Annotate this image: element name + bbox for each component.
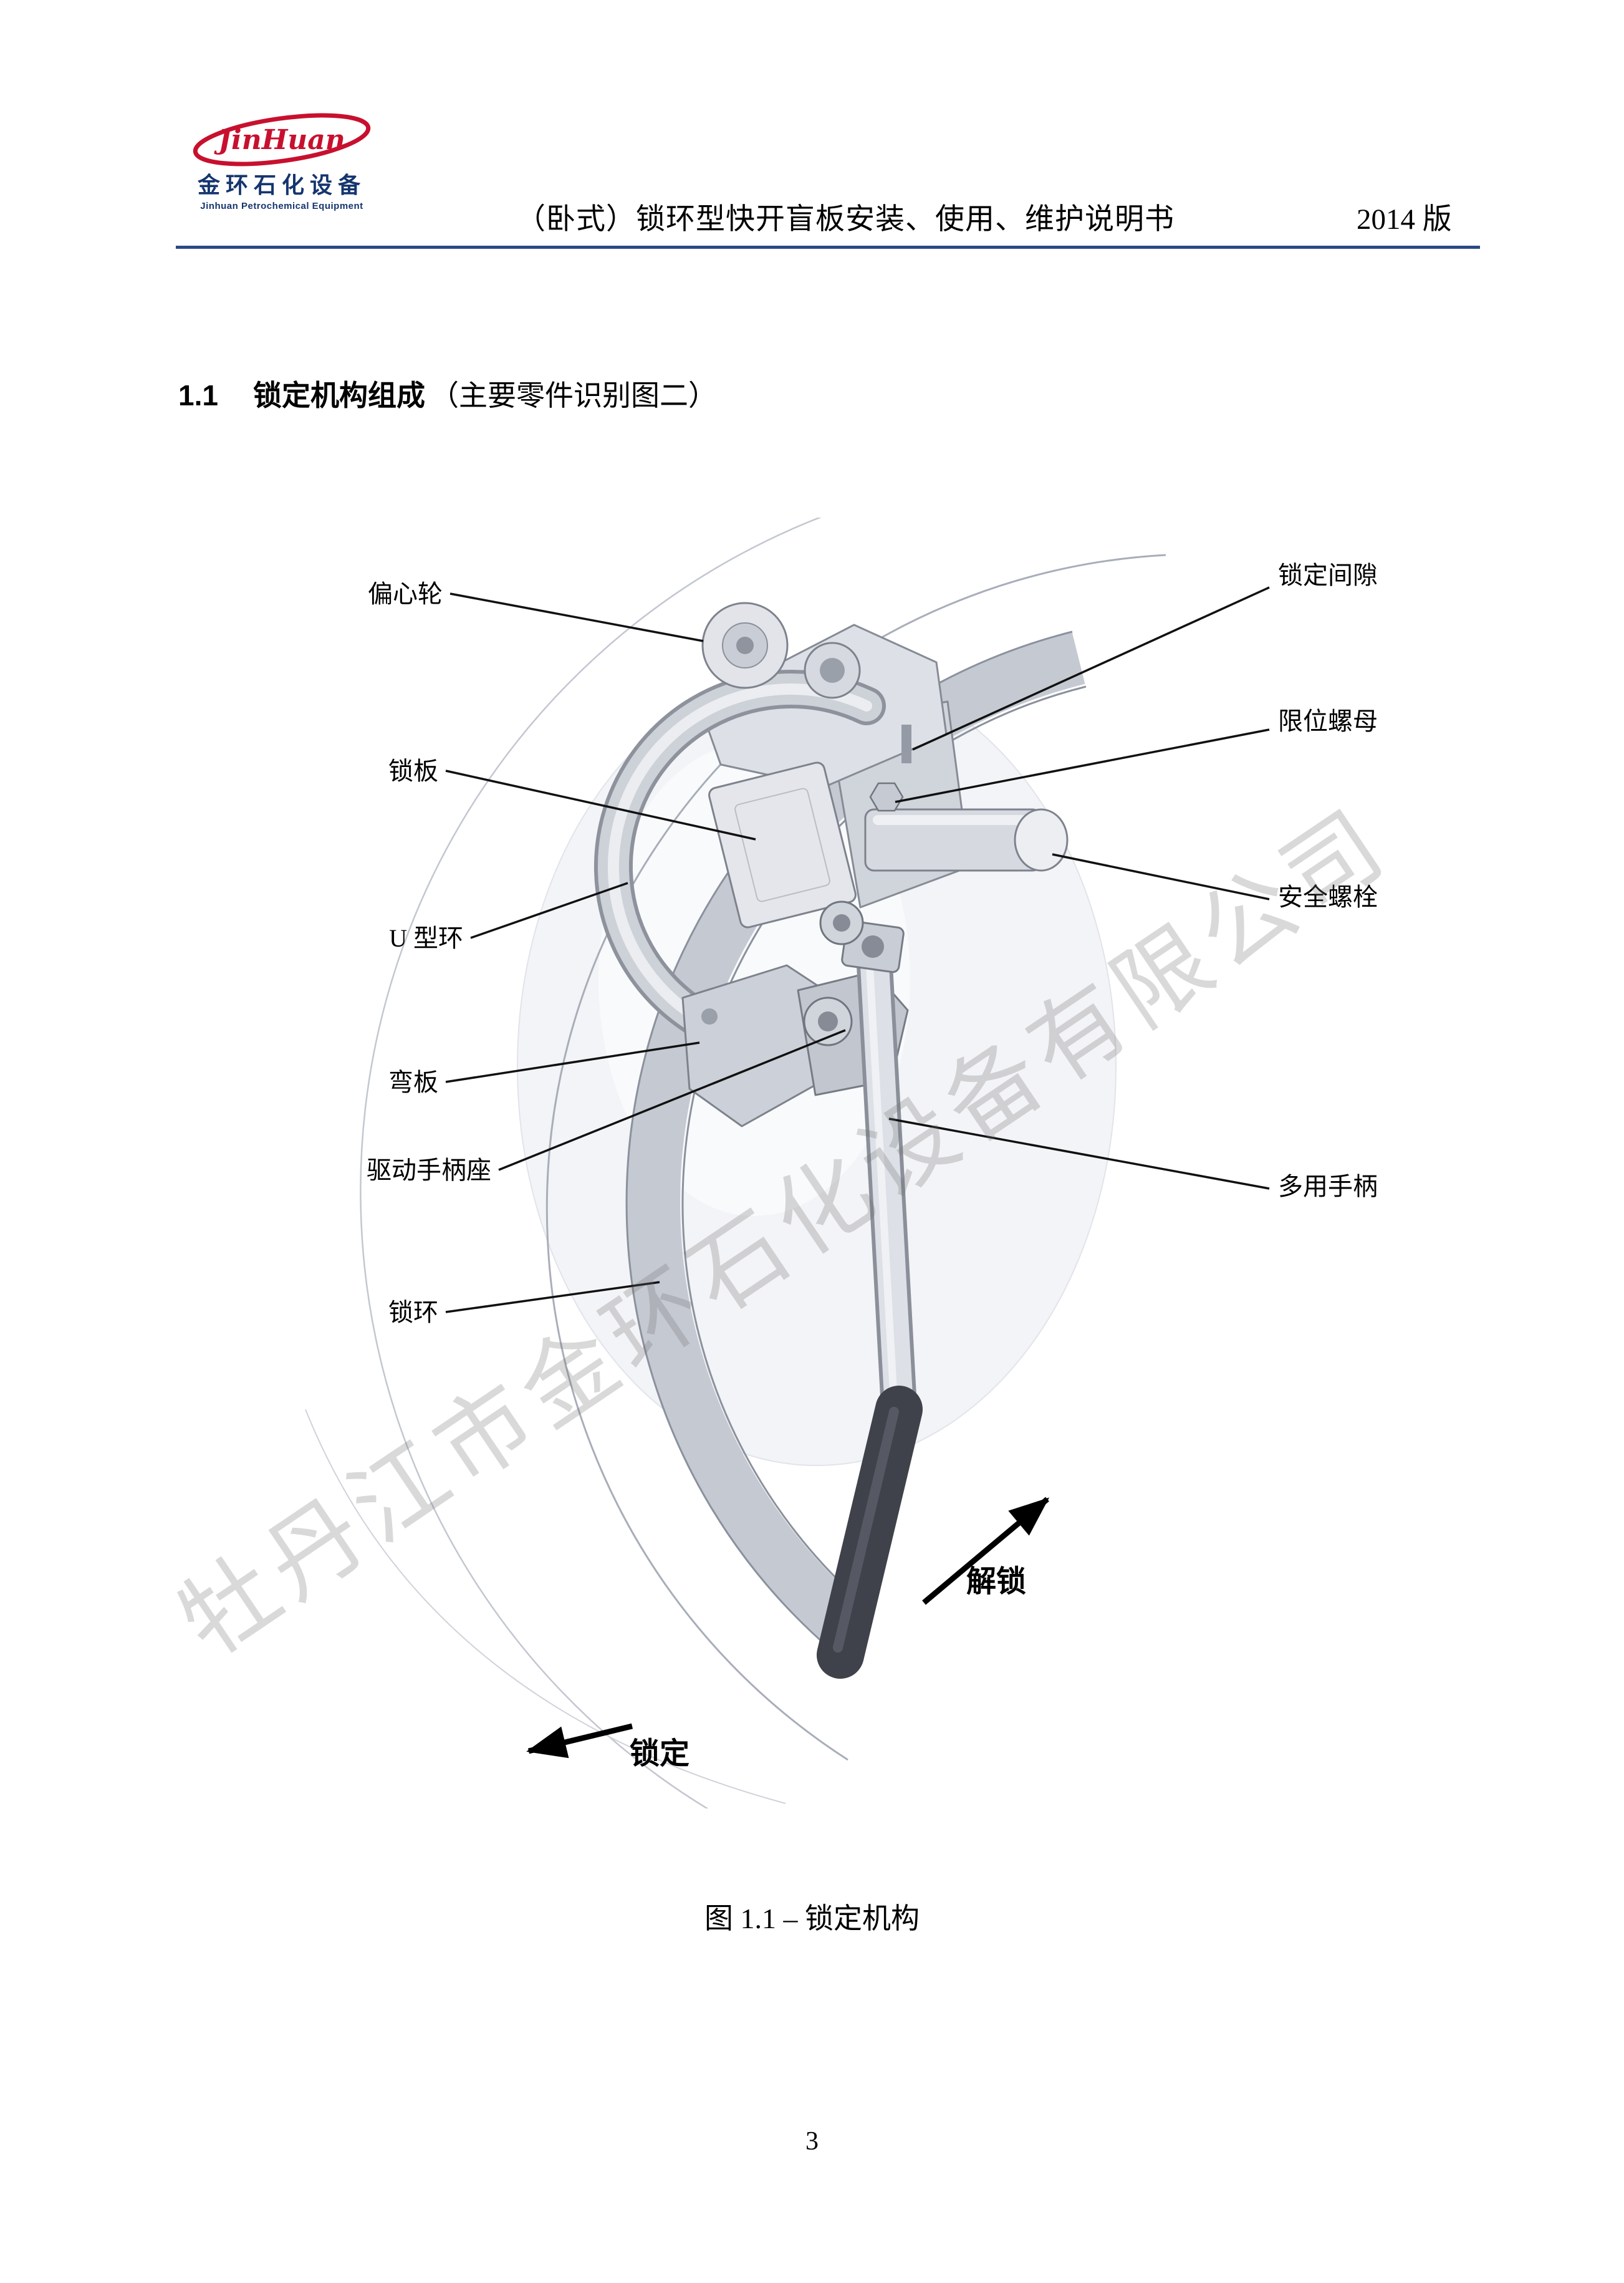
- mechanism-assembly: [593, 602, 1069, 1679]
- logo-script-text: JinHuan: [214, 124, 345, 156]
- safety-bolt: [864, 808, 1069, 872]
- figure-locking-mechanism: 偏心轮 锁板 U 型环 弯板 驱动手柄座 锁环 锁定间隙 限位螺母 安全螺栓 多…: [156, 518, 1465, 1808]
- lock-label: 锁定: [630, 1737, 689, 1770]
- label-eccentric-wheel: 偏心轮: [368, 580, 443, 608]
- leader-lines: [445, 586, 1270, 1313]
- label-limit-nut: 限位螺母: [1278, 707, 1378, 735]
- logo-swoosh-icon: JinHuan: [193, 113, 371, 167]
- label-locking-gap: 锁定间隙: [1278, 561, 1378, 589]
- label-lock-plate: 锁板: [388, 757, 438, 785]
- direction-arrows: 解锁 锁定: [526, 1497, 1050, 1770]
- label-lock-ring: 锁环: [388, 1298, 438, 1326]
- label-u-ring: U 型环: [389, 924, 463, 952]
- logo-brand-en: Jinhuan Petrochemical Equipment: [200, 201, 363, 211]
- flange-arcs: [305, 518, 1166, 1808]
- eccentric-wheel: [701, 602, 789, 689]
- lock-plate: [708, 761, 857, 929]
- section-number: 1.1: [178, 379, 218, 412]
- figure-caption: 图 1.1 – 锁定机构: [704, 1903, 920, 1934]
- document-title: （卧式）锁环型快开盲板安装、使用、维护说明书: [516, 203, 1175, 236]
- lock-arrow: [526, 1723, 633, 1759]
- logo-brand-cn: 金环石化设备: [197, 172, 366, 198]
- label-bent-plate: 弯板: [388, 1068, 438, 1096]
- label-drive-handle-seat: 驱动手柄座: [367, 1156, 491, 1184]
- multi-purpose-handle: [817, 920, 923, 1679]
- limit-nut: [869, 782, 904, 812]
- label-multi-purpose-handle: 多用手柄: [1278, 1172, 1378, 1200]
- section-note: （主要零件识别图二）: [430, 380, 717, 412]
- section-title: 锁定机构组成: [252, 380, 425, 412]
- unlock-label: 解锁: [966, 1565, 1026, 1598]
- page-number: 3: [805, 2127, 819, 2156]
- locking-gap: [901, 725, 911, 763]
- company-logo: JinHuan 金环石化设备 Jinhuan Petrochemical Equ…: [182, 107, 382, 211]
- header-divider: [176, 246, 1480, 249]
- edition-label: 2014 版: [1357, 203, 1452, 236]
- locking-mechanism-diagram: 偏心轮 锁板 U 型环 弯板 驱动手柄座 锁环 锁定间隙 限位螺母 安全螺栓 多…: [305, 518, 1378, 1808]
- unlock-arrow: [922, 1497, 1050, 1605]
- section-heading: 1.1 锁定机构组成（主要零件识别图二）: [178, 373, 717, 414]
- label-safety-bolt: 安全螺栓: [1278, 883, 1378, 911]
